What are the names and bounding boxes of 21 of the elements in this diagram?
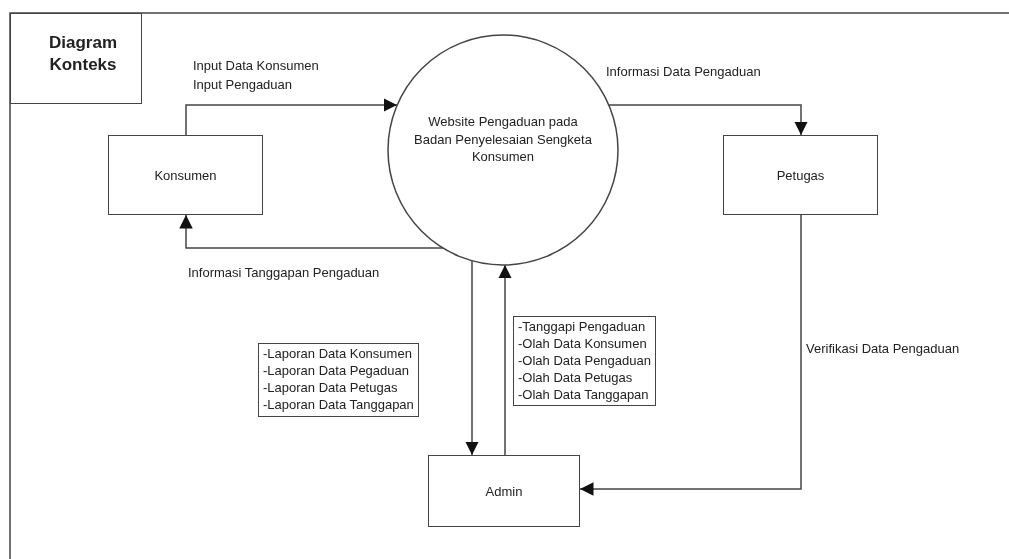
entity-label: Admin: [485, 483, 523, 499]
flow-note: -Tanggapi Pengaduan -Olah Data Konsumen -Olah Data Pengaduan -Olah Data Petugas -Olah Data Tanggapan: [513, 316, 656, 407]
entity-label: Konsumen: [154, 167, 217, 183]
arrow: [179, 214, 444, 249]
edge-label: Informasi Data Pengaduan: [606, 63, 761, 81]
arrow: [465, 260, 479, 456]
title-box: [10, 13, 142, 104]
entity-box: [723, 135, 878, 215]
entity-label: Petugas: [776, 167, 825, 183]
edge-label: Informasi Tanggapan Pengaduan: [188, 264, 380, 282]
arrow: [498, 264, 512, 456]
edge-label: Input Data Konsumen Input Pengaduan: [193, 57, 320, 94]
arrow: [579, 214, 802, 496]
edge-label: Verifikasi Data Pengaduan: [806, 340, 960, 358]
arrow: [185, 98, 398, 136]
entity-box: [428, 455, 580, 527]
process-label: Website Pengaduan pada Badan Penyelesaian Sengketa Konsumen: [413, 113, 593, 166]
flow-note: -Laporan Data Konsumen -Laporan Data Pegaduan -Laporan Data Petugas -Laporan Data Tanggapan: [258, 343, 419, 417]
heading-label: Diagram Konteks: [48, 32, 118, 77]
arrow: [608, 104, 808, 136]
entity-box: [108, 135, 263, 215]
